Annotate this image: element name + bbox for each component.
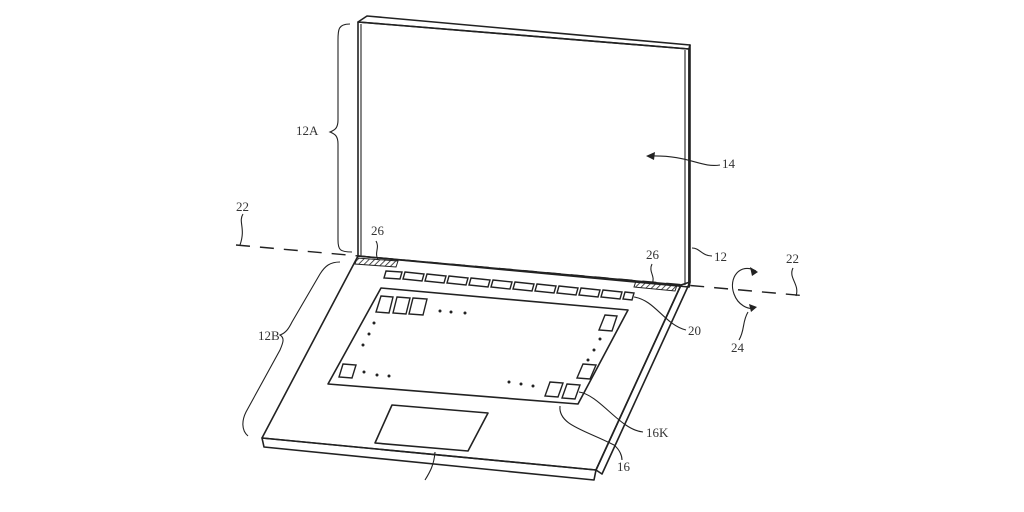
label-22-right: 22 — [786, 251, 799, 266]
leader-22-left — [239, 213, 244, 246]
display-lid — [357, 15, 691, 288]
keyboard-keys — [338, 295, 618, 400]
label-26-left: 26 — [371, 223, 385, 238]
label-22-left: 22 — [236, 199, 249, 214]
label-26-right: 26 — [646, 247, 660, 262]
leader-26-right — [650, 263, 654, 285]
leader-24 — [738, 311, 749, 341]
hinge-left — [354, 257, 399, 268]
display-pointer-arrow — [649, 155, 721, 166]
leader-20 — [633, 296, 687, 331]
laptop-base — [261, 255, 691, 481]
leader-22-right — [791, 267, 798, 297]
label-20: 20 — [688, 323, 701, 338]
label-14: 14 — [722, 156, 736, 171]
hinge-right — [633, 280, 678, 292]
label-12: 12 — [714, 249, 727, 264]
label-16: 16 — [617, 459, 631, 474]
leader-26-left — [375, 240, 379, 261]
trackpad-leader — [424, 451, 436, 481]
brace-12a — [328, 23, 353, 253]
arrow-head-icon — [646, 152, 655, 160]
rotation-arrowhead-top-icon — [750, 267, 758, 276]
leader-16k — [578, 391, 644, 433]
leader-12 — [691, 247, 713, 257]
function-row — [383, 270, 635, 301]
label-12b: 12B — [258, 328, 280, 343]
trackpad — [374, 404, 489, 452]
keyboard-area — [327, 287, 629, 405]
label-24: 24 — [731, 340, 745, 355]
label-12a: 12A — [296, 123, 319, 138]
label-16k: 16K — [646, 425, 669, 440]
brace-12b — [242, 261, 341, 437]
rotation-arrow-icon — [732, 267, 757, 309]
ellipsis-dots — [361, 309, 602, 388]
rotation-arrowhead-bottom-icon — [749, 304, 757, 312]
leader-16 — [559, 405, 623, 461]
